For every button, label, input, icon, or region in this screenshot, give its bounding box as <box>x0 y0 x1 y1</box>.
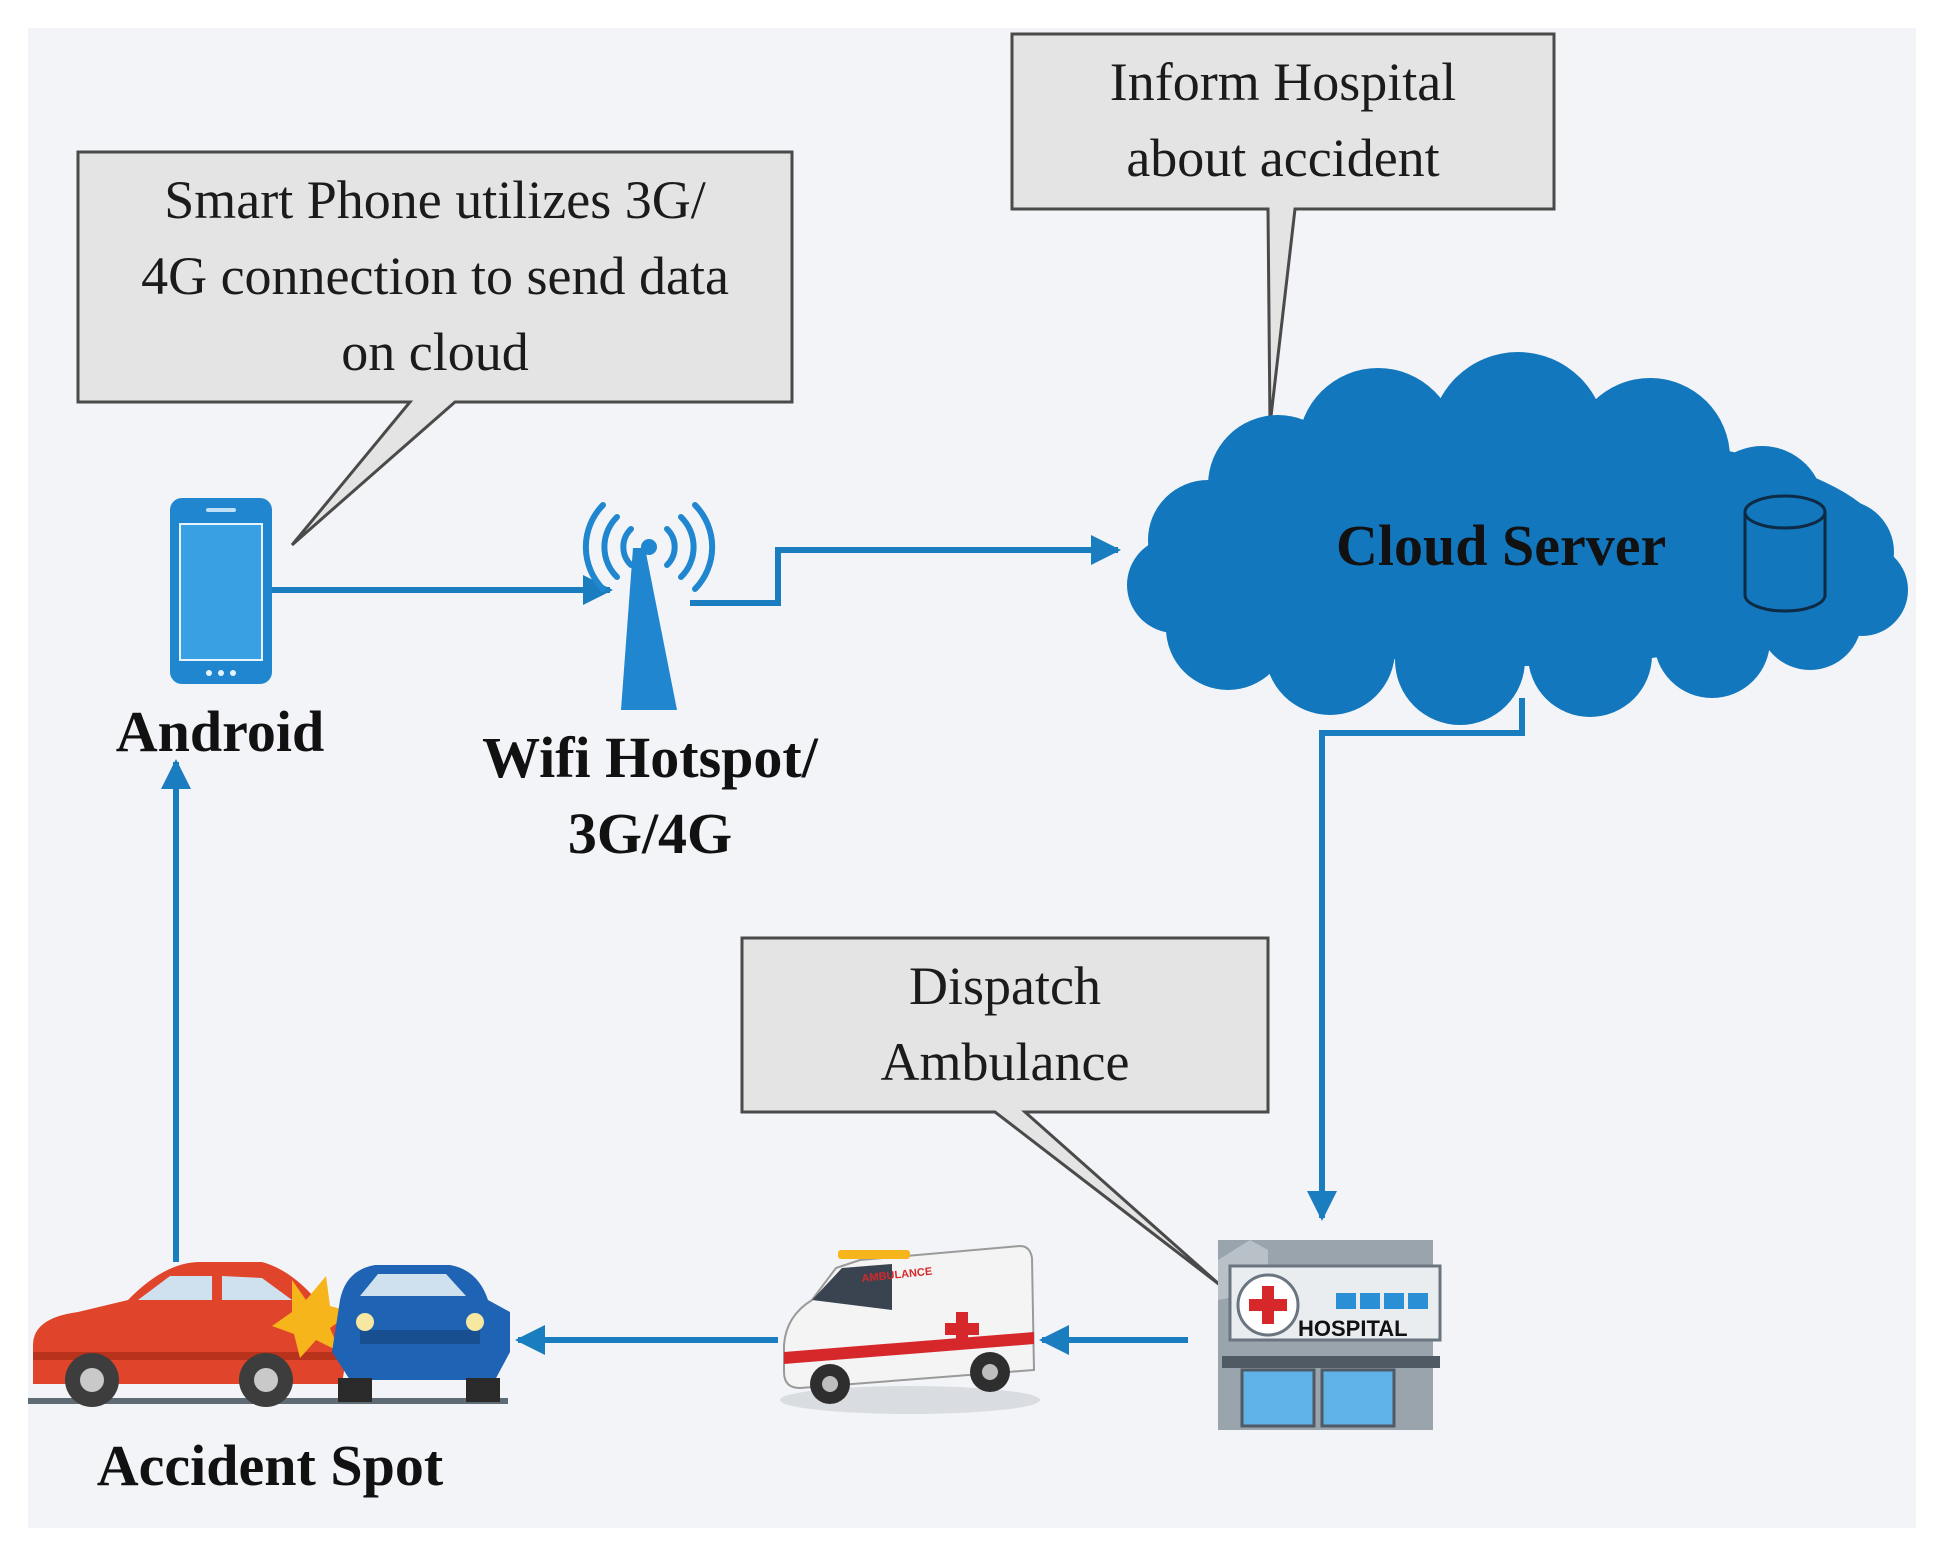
dispatch-ambulance-callout <box>740 936 1270 1287</box>
arrow-cloud-to-hospital <box>1307 698 1525 1221</box>
cloud-shape <box>1127 352 1908 725</box>
wifi-tower-icon <box>582 502 716 710</box>
inform-hospital-callout-text: Inform Hospital about accident <box>1109 52 1457 188</box>
android-phone-icon <box>170 498 272 684</box>
hotspot-label: Wifi Hotspot/ 3G/4G <box>482 725 818 866</box>
accident-spot-label: Accident Spot <box>96 1433 444 1498</box>
inform-hospital-callout <box>1010 32 1556 426</box>
smartphone-callout-text: Smart Phone utilizes 3G/ 4G connection t… <box>141 170 729 382</box>
smartphone-callout <box>76 150 794 547</box>
dispatch-ambulance-callout-text: Dispatch Ambulance <box>880 956 1130 1092</box>
android-label: Android <box>115 699 325 764</box>
connector-arrows <box>161 535 1525 1355</box>
hospital-sign: HOSPITAL <box>1298 1316 1408 1341</box>
cloud-server-label: Cloud Server <box>1336 513 1667 578</box>
ambulance-icon: AMBULANCE <box>780 1244 1040 1414</box>
crashed-cars-icon <box>28 1262 510 1407</box>
arrow-hotspot-to-cloud <box>690 535 1121 606</box>
database-icon <box>1743 494 1827 613</box>
hospital-building-icon: HOSPITAL <box>1218 1240 1442 1430</box>
